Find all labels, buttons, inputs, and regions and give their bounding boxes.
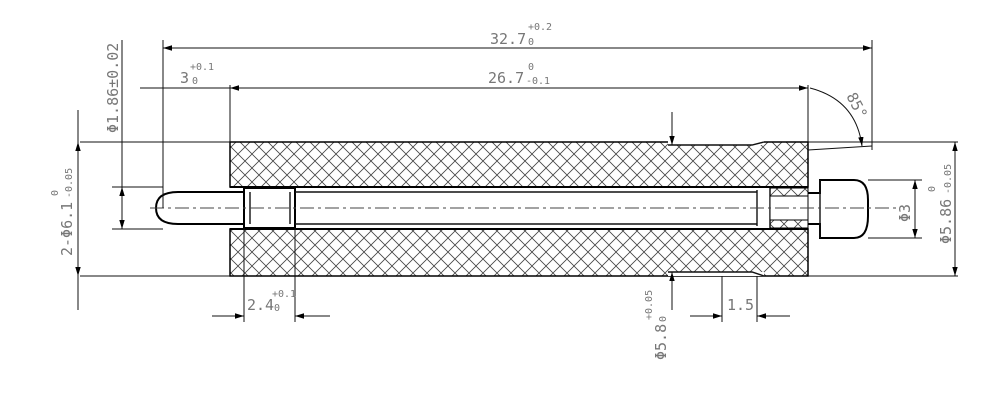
extension-lines [80,40,958,322]
offset-left-value: 3 [180,69,189,87]
groove-diameter-value: Φ5.8 [652,324,670,360]
pin-diameter-value: Φ1.86±0.02 [104,43,122,133]
part-geometry [150,141,898,277]
sleeve-length-upper: +0.1 [272,289,296,300]
body-length-upper: 0 [528,62,534,73]
body-length-lower: -0.1 [526,76,550,87]
dimension-labels: 32.7 +0.2 0 26.7 0 -0.1 3 +0.1 0 85° Φ1.… [50,22,955,360]
overall-length-lower: 0 [528,37,534,48]
outer-diameter-upper: 0 [927,186,938,192]
groove-diameter-lower: 0 [658,316,669,322]
overall-length-value: 32.7 [490,30,526,48]
groove-width-value: 1.5 [727,296,754,314]
offset-left-upper: +0.1 [190,62,214,73]
sleeve-length-lower: 0 [274,303,280,314]
outer-diameter-lower: -0.05 [943,164,954,194]
outer-diameter-value: Φ5.86 [937,199,955,244]
hatched-body-bottom [229,228,809,277]
sleeve-length-value: 2.4 [247,296,274,314]
dimension-lines [75,40,958,319]
contact-tip [808,179,869,239]
groove-relief-top [668,141,764,145]
offset-left-lower: 0 [192,76,198,87]
body-diameter-upper: 0 [50,190,61,196]
tip-diameter-value: Φ3 [896,204,914,222]
hatched-body-top [229,141,809,188]
body-diameter-value: 2-Φ6.1 [58,202,76,256]
groove-relief-bottom [668,272,764,276]
groove-diameter-upper: +0.05 [644,290,655,320]
body-diameter-lower: -0.05 [64,168,75,198]
body-length-value: 26.7 [488,69,524,87]
angle-value: 85° [842,89,871,121]
overall-length-upper: +0.2 [528,22,552,33]
